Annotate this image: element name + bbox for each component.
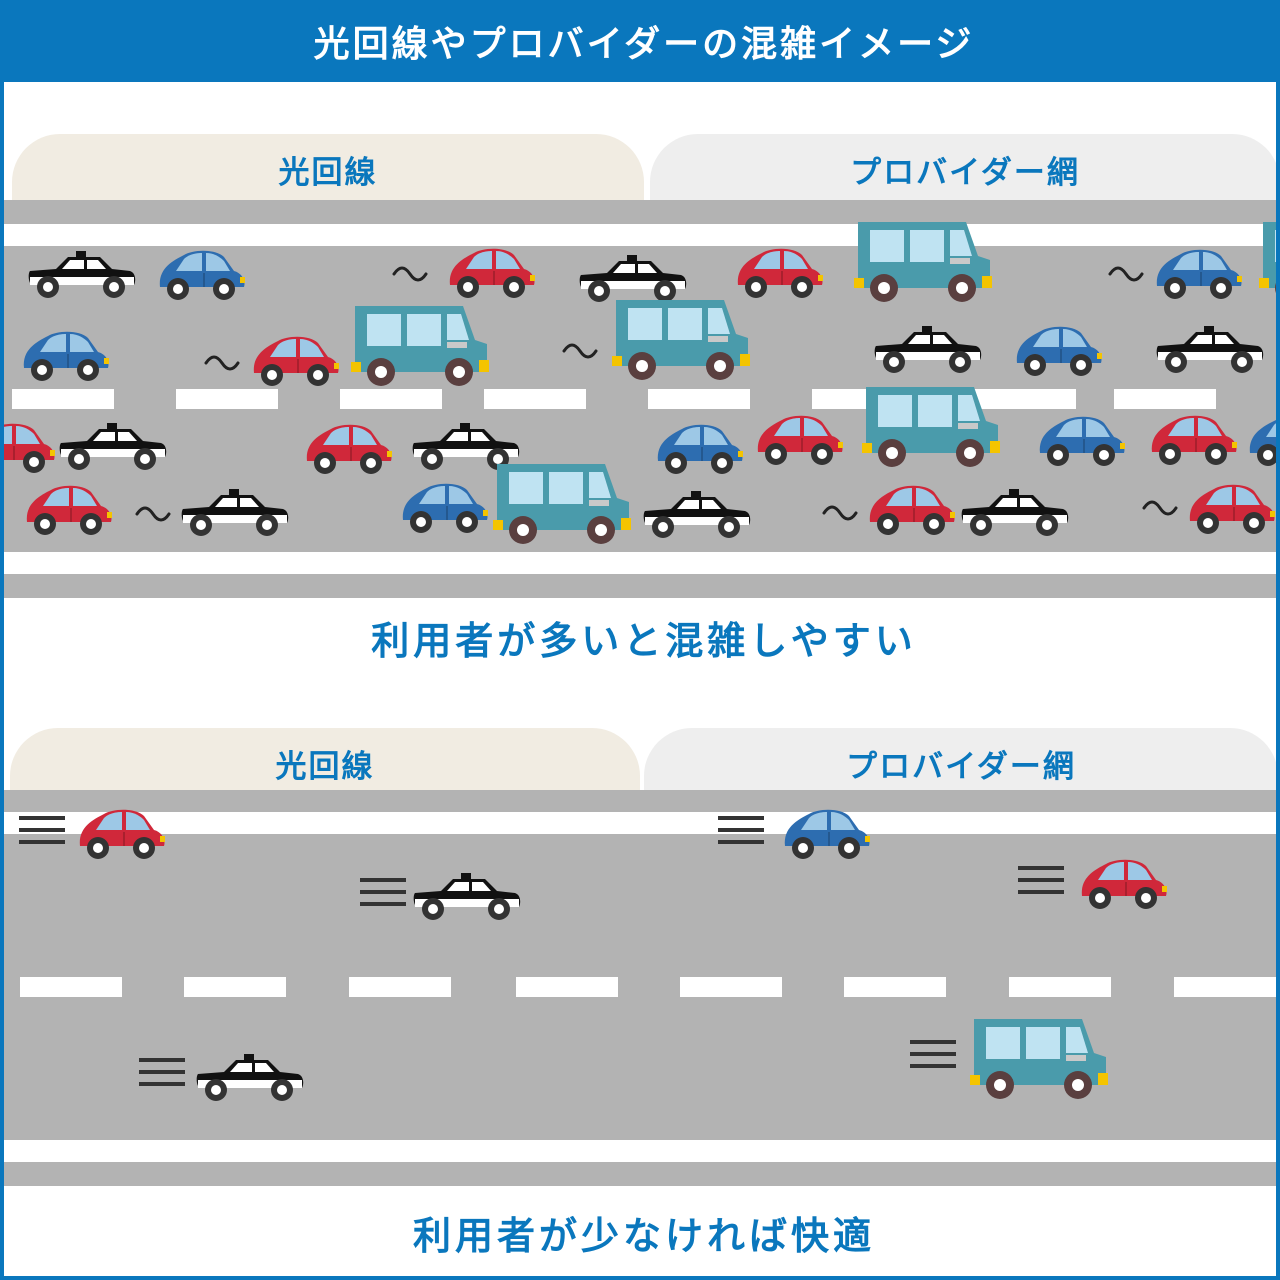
lane-dash	[176, 389, 278, 409]
car-red-0-4	[737, 248, 823, 298]
taxi-1-1	[413, 873, 521, 920]
car-blue-0-22	[1039, 416, 1125, 466]
car-blue-0-6	[1156, 249, 1242, 299]
speed-lines	[1018, 866, 1064, 894]
car-red-0-17	[306, 424, 392, 474]
speed-lines	[910, 1040, 956, 1068]
taxi-0-16	[59, 423, 167, 470]
lane-dash	[12, 389, 114, 409]
bus-0-10	[351, 306, 489, 386]
free-road	[4, 790, 1276, 1186]
lane-dash	[1114, 389, 1216, 409]
congestion-tilde	[204, 355, 240, 371]
bus-0-28	[493, 464, 631, 544]
lane-dash	[516, 977, 618, 997]
lane-dash	[974, 389, 1076, 409]
lane-dash	[349, 977, 451, 997]
car-red-0-9	[253, 336, 339, 386]
tab-provider-network-congested: プロバイダー網	[650, 134, 1276, 204]
car-blue-0-24	[1249, 420, 1276, 466]
lane-dash	[340, 389, 442, 409]
speed-lines	[139, 1058, 185, 1086]
lane-dash	[680, 977, 782, 997]
car-blue-0-27	[402, 483, 488, 533]
car-blue-1-3	[784, 809, 870, 859]
speed-lines	[718, 816, 764, 844]
lane-dash	[648, 389, 750, 409]
congestion-tilde	[392, 266, 428, 282]
car-blue-0-19	[657, 424, 743, 474]
bus-0-11	[612, 300, 750, 380]
speed-lines	[360, 878, 406, 906]
lane-dash	[1009, 977, 1111, 997]
tab-provider-network-free: プロバイダー網	[644, 728, 1276, 798]
taxi-0-12	[874, 326, 982, 373]
congested-road	[4, 200, 1276, 598]
taxi-0-29	[643, 491, 751, 538]
car-red-0-20	[757, 415, 843, 465]
tab-optical-line-free: 光回線	[10, 728, 640, 798]
lane-dash	[20, 977, 122, 997]
lane-dash	[1174, 977, 1276, 997]
car-red-1-0	[79, 809, 165, 859]
bus-1-5	[970, 1019, 1108, 1099]
road-edge-line	[4, 552, 1276, 574]
road-edge-line	[4, 224, 1276, 246]
car-red-0-15	[4, 423, 55, 473]
car-red-0-25	[26, 485, 112, 535]
car-red-0-32	[1189, 484, 1275, 534]
tab-optical-line-congested: 光回線	[12, 134, 644, 204]
taxi-0-0	[28, 251, 136, 298]
road-edge-line	[4, 1140, 1276, 1162]
congestion-tilde	[822, 505, 858, 521]
car-red-1-4	[1081, 859, 1167, 909]
congestion-tilde	[135, 506, 171, 522]
page-title: 光回線やプロバイダーの混雑イメージ	[4, 0, 1276, 82]
lane-dash	[484, 389, 586, 409]
bus-0-5	[854, 222, 992, 302]
taxi-0-31	[961, 489, 1069, 536]
road-edge-line	[4, 812, 1276, 834]
car-red-0-30	[869, 485, 955, 535]
speed-lines	[19, 816, 65, 844]
taxi-1-2	[196, 1054, 304, 1101]
car-blue-0-13	[1016, 326, 1102, 376]
lane-dash	[844, 977, 946, 997]
bus-0-7	[1259, 222, 1276, 294]
taxi-0-26	[181, 489, 289, 536]
caption-congested: 利用者が多いと混雑しやすい	[371, 619, 917, 663]
congestion-tilde	[1142, 500, 1178, 516]
car-red-0-23	[1151, 415, 1237, 465]
congestion-tilde	[1108, 266, 1144, 282]
taxi-0-14	[1156, 326, 1264, 373]
lane-dash	[184, 977, 286, 997]
car-blue-0-1	[159, 250, 245, 300]
bus-0-21	[862, 387, 1000, 467]
car-red-0-2	[449, 248, 535, 298]
taxi-0-3	[579, 255, 687, 302]
congestion-tilde	[562, 343, 598, 359]
car-blue-0-8	[23, 331, 109, 381]
caption-free: 利用者が少なければ快適	[412, 1214, 875, 1258]
